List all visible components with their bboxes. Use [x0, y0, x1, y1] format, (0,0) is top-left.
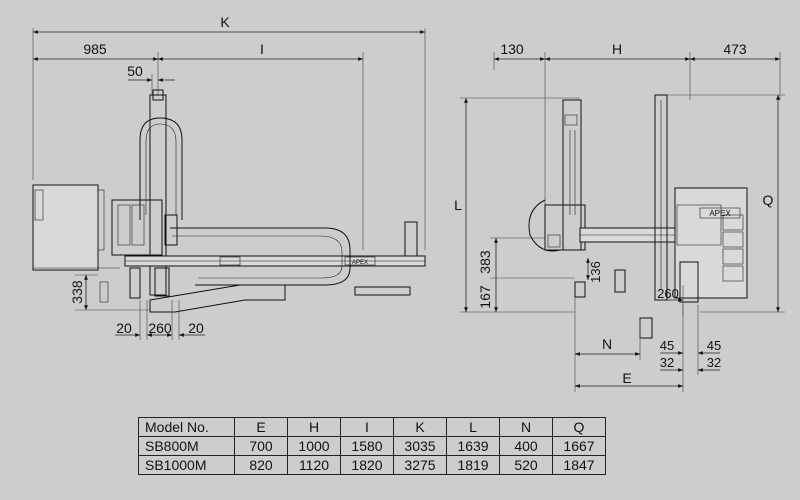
dim-label-130: 130 [500, 41, 524, 57]
technical-drawing: K 985 I 50 APEX [32, 14, 785, 392]
cell-i: 1580 [340, 436, 394, 456]
cell-q: 1667 [552, 436, 606, 456]
dim-label-45-right: 45 [707, 338, 721, 353]
dim-label-k: K [220, 14, 230, 30]
header-k: K [393, 417, 447, 437]
cell-k: 3035 [393, 436, 447, 456]
header-e: E [234, 417, 288, 437]
dim-label-167: 167 [477, 285, 493, 309]
cell-q: 1847 [552, 455, 606, 475]
dim-label-n: N [602, 336, 612, 352]
side-brand-text: APEX [352, 260, 368, 266]
cell-e: 700 [234, 436, 288, 456]
dim-label-45-left: 45 [660, 338, 674, 353]
table-row: SB1000M 820 1120 1820 3275 1819 520 1847 [138, 455, 606, 475]
dim-label-136: 136 [588, 261, 603, 283]
cell-i: 1820 [340, 455, 394, 475]
cell-l: 1639 [446, 436, 500, 456]
dim-label-q: Q [763, 192, 774, 208]
dim-label-h: H [612, 41, 622, 57]
cell-l: 1819 [446, 455, 500, 475]
cell-e: 820 [234, 455, 288, 475]
cell-model: SB800M [138, 436, 235, 456]
front-control-cabinet [674, 187, 748, 299]
header-l: L [446, 417, 500, 437]
spec-table: Model No. E H I K L N Q SB800M 700 1000 … [138, 417, 606, 475]
dim-label-i: I [260, 41, 264, 57]
side-brand-plate [344, 256, 376, 266]
front-brand-plate [699, 207, 741, 219]
dim-label-383: 383 [477, 250, 493, 274]
cell-k: 3275 [393, 455, 447, 475]
header-i: I [340, 417, 394, 437]
dim-label-20-right: 20 [188, 320, 204, 336]
header-q: Q [552, 417, 606, 437]
front-left-column [562, 99, 582, 251]
cell-n: 400 [499, 436, 553, 456]
side-view: K 985 I 50 APEX [32, 14, 426, 340]
header-h: H [287, 417, 341, 437]
cell-n: 520 [499, 455, 553, 475]
front-brand-text: APEX [709, 209, 731, 218]
dim-label-473: 473 [723, 41, 747, 57]
cell-model: SB1000M [138, 455, 235, 475]
dim-label-260-side: 260 [148, 320, 172, 336]
dim-label-338: 338 [69, 280, 85, 304]
header-model-no: Model No. [138, 417, 235, 437]
dim-label-e: E [622, 370, 631, 386]
cell-h: 1000 [287, 436, 341, 456]
header-n: N [499, 417, 553, 437]
dim-label-32-right: 32 [707, 355, 721, 370]
table-row: SB800M 700 1000 1580 3035 1639 400 1667 [138, 436, 606, 456]
dim-label-50: 50 [127, 63, 143, 79]
dim-label-32-left: 32 [660, 355, 674, 370]
dim-label-20-left: 20 [116, 320, 132, 336]
cell-h: 1120 [287, 455, 341, 475]
dim-label-260-front: 260 [657, 286, 679, 301]
spec-table-header-row: Model No. E H I K L N Q [138, 417, 606, 437]
dim-label-l: L [454, 197, 462, 213]
side-vertical-arm [149, 94, 167, 296]
dim-label-985: 985 [83, 41, 107, 57]
front-view: 130 H 473 L Q 383 167 136 [454, 41, 785, 392]
